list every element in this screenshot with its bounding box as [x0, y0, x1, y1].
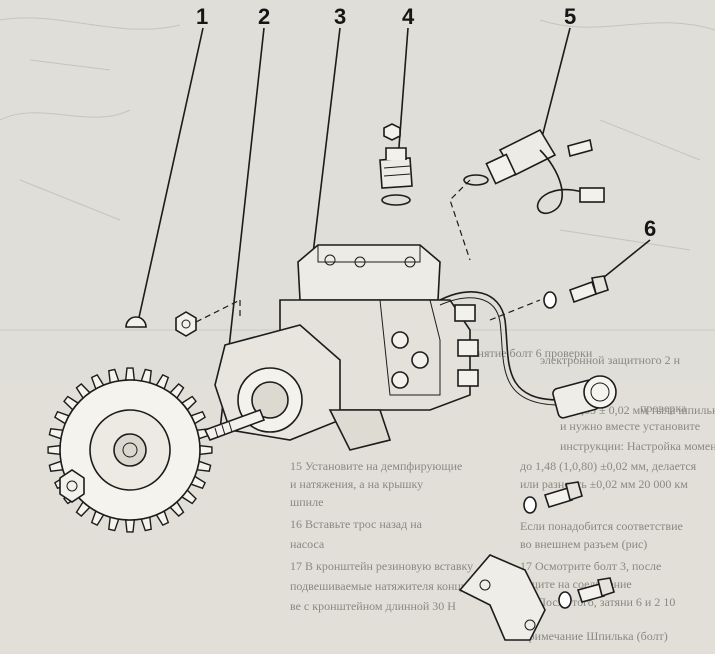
shutoff-valve: [379, 123, 413, 206]
leader-line-4: [397, 27, 409, 161]
leader-line-6: [597, 239, 651, 283]
bg-text-line: во внешнем разъем (рис): [520, 537, 647, 551]
electrical-connector: [552, 375, 617, 419]
pump-sprocket: [47, 367, 213, 533]
bg-text-line: и натяжения, а на крышку: [290, 477, 423, 491]
wiring-harness: [439, 291, 617, 419]
bg-text-line: Ищите на соединение: [520, 577, 632, 591]
bg-text-line: шпиле: [290, 495, 323, 509]
injection-pump-body: [203, 244, 479, 451]
bg-text-line: 17 В кронштейн резиновую вставку: [290, 559, 473, 573]
sprocket-nut: [59, 469, 85, 503]
bg-text-line: насоса: [290, 537, 325, 551]
bg-text-line: 11 Снятие болт 6 проверки: [455, 346, 593, 360]
callout-number-4: 4: [402, 4, 415, 29]
solenoid-valve: [463, 128, 605, 215]
callout-number-6: 6: [644, 216, 656, 241]
callout-number-3: 3: [334, 4, 346, 29]
bg-text-line: 2,05 ± 0,02 мм тыла шпилька: [575, 403, 715, 417]
bg-text-line: подвешиваемые натяжителя концы: [290, 579, 469, 593]
bolt-with-washer: [543, 275, 609, 309]
background-text: 11 Снятие болт 6 проверки электронной за…: [290, 346, 715, 643]
hex-nut: [175, 311, 197, 337]
delivery-valve-unions: [391, 304, 479, 389]
callout-number-1: 1: [196, 4, 208, 29]
bg-text-line: Примечание Шпилька (болт): [520, 629, 668, 643]
assembly-dashed-line: [195, 299, 241, 323]
bg-text-line: или разность ±0,02 мм 20 000 км: [520, 477, 688, 491]
bg-text-line: проверка: [640, 401, 687, 415]
assembly-dashed-line: [449, 179, 471, 261]
sprocket-tooth: [47, 444, 61, 456]
bracket-bolts: [523, 481, 615, 609]
mounting-bracket: [458, 554, 546, 641]
bg-text-line: и нужно вместе установите: [560, 419, 700, 433]
callout-number-5: 5: [564, 4, 576, 29]
leader-line-1: [137, 27, 204, 323]
assembly-dashed-line: [489, 299, 541, 321]
sprocket-tooth: [124, 367, 136, 381]
bg-text-line: 15 Установите на демпфирующие: [290, 459, 462, 473]
bg-text-line: инструкции: Настройка моменты: [560, 439, 715, 453]
sprocket-tooth: [199, 444, 213, 456]
sprocket-tooth: [124, 519, 136, 533]
bg-text-line: Если понадобится соответствие: [520, 519, 683, 533]
callout-number-2: 2: [258, 4, 270, 29]
callout-numbers: 1 2 3 4 5 6: [196, 4, 656, 241]
bg-text-line: до 1,48 (1,0,80) ±0,02 мм, делается: [520, 459, 697, 473]
woodruff-key: [125, 316, 147, 328]
bg-text-line: 16 Вставьте трос назад на: [290, 517, 423, 531]
leader-line-3: [311, 27, 341, 263]
bg-text-line: 17 Осмотрите болт 3, после: [520, 559, 661, 573]
leader-line-5: [539, 27, 571, 146]
bg-text-line: электронной защитного 2 н: [540, 353, 681, 367]
bg-text-line: ве с кронштейном длинной 30 Н: [290, 599, 456, 613]
